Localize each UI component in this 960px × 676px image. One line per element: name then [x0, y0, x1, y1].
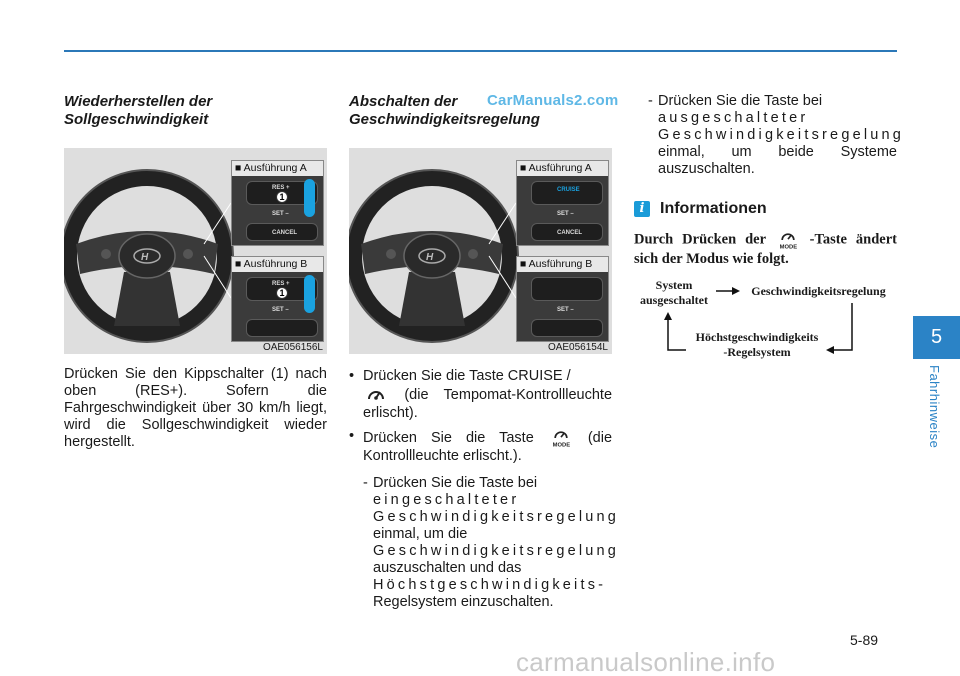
watermark-footer[interactable]: carmanualsonline.info [516, 647, 776, 676]
dash-text: ausgeschalteter [658, 110, 809, 126]
variant-a-label: ■ Ausführung A [232, 161, 323, 176]
mode-button-icon: MODE [779, 233, 797, 250]
watermark-top[interactable]: CarManuals2.com [487, 92, 619, 109]
cancel-button[interactable] [531, 319, 603, 337]
up-arrow-icon [304, 275, 315, 313]
column-information: Drücken Sie die Taste bei ausgeschaltete… [634, 93, 901, 368]
cancel-label: CANCEL [272, 230, 297, 236]
mode-cycle-arrows [664, 287, 853, 354]
svg-text:MODE: MODE [552, 442, 570, 448]
dash-text: auszuschalten und das [373, 560, 522, 576]
callout-1: 1 [276, 191, 288, 203]
heading-line: Abschalten der [349, 93, 458, 110]
information-header: i Informationen [634, 200, 897, 218]
cancel-steps: Drücken Sie die Taste CRUISE / (die Temp… [349, 368, 616, 611]
bullet-text: Drücken Sie die Taste [363, 429, 534, 446]
column-resume-speed: Wiederherstellen der Sollgeschwindigkeit… [64, 93, 327, 451]
heading-line: Sollgeschwindigkeit [64, 111, 209, 128]
column-cancel-cruise: Abschalten der Geschwindigkeitsregelung … [349, 93, 616, 611]
cancel-button[interactable] [531, 223, 603, 241]
substep-cruise-on: Drücken Sie die Taste bei eingeschaltete… [349, 475, 616, 611]
set-label: SET – [557, 307, 574, 313]
callout-1: 1 [276, 287, 288, 299]
steering-wheel-figure-cancel: H ■ Ausführung A CRUISE SET – CANCEL ■ A… [349, 148, 612, 354]
node-text: -Regelsystem [723, 345, 791, 359]
res-label: RES + [272, 281, 290, 287]
cancel-button[interactable] [246, 223, 318, 241]
dash-text: Geschwindigkeitsregelung [658, 127, 905, 143]
bullet-text: Drücken Sie die Taste CRUISE / [363, 368, 571, 384]
information-text: Durch Drücken der MODE -Taste ändert sic… [634, 230, 897, 268]
info-text-part: -Taste ändert sich der Modus wie folgt. [634, 231, 898, 267]
section-heading-cancel: Abschalten der Geschwindigkeitsregelung [349, 93, 612, 129]
steering-wheel-illustration: H [349, 169, 519, 343]
step-cruise-button: Drücken Sie die Taste CRUISE / (die Temp… [349, 368, 612, 422]
svg-text:H: H [141, 252, 149, 263]
variant-b-label: ■ Ausführung B [232, 257, 323, 272]
dash-text: Regelsystem einzuschalten. [373, 594, 554, 610]
variant-b-inset: ■ Ausführung B RES + 1 SET – [231, 256, 324, 342]
set-label: SET – [272, 307, 289, 313]
node-text: Höchstgeschwindigkeits [695, 330, 819, 344]
node-system-off: System ausgeschaltet [634, 278, 714, 308]
resume-instructions: Drücken Sie den Kippschalter (1) nach ob… [64, 366, 327, 450]
information-title: Informationen [660, 200, 767, 217]
heading-line: Wiederherstellen der [64, 93, 213, 110]
heading-line: Geschwindigkeitsregelung [349, 111, 540, 128]
bullet-text: (die Tempomat-Kontrollleuchte erlischt). [363, 386, 613, 421]
mode-button-icon: MODE [552, 431, 570, 448]
node-text: System [655, 278, 693, 292]
figure-code: OAE056156L [260, 342, 325, 353]
node-cruise-control: Geschwindigkeitsregelung [751, 284, 886, 298]
set-label: SET – [272, 211, 289, 217]
dash-text: einmal, um beide Systeme auszuschalten. [658, 144, 897, 177]
res-label: RES + [272, 185, 290, 191]
dash-text: einmal, um die [373, 526, 468, 542]
mode-button[interactable] [531, 277, 603, 301]
dash-text: Drücken Sie die Taste bei [373, 475, 538, 491]
step-mode-button: Drücken Sie die Taste MODE (die Kontroll… [349, 428, 612, 465]
variant-b-label: ■ Ausführung B [517, 257, 608, 272]
section-tab: 5 [913, 316, 960, 359]
section-heading-resume: Wiederherstellen der Sollgeschwindigkeit [64, 93, 327, 129]
info-icon: i [634, 201, 650, 217]
variant-a-inset: ■ Ausführung A RES + 1 SET – CANCEL [231, 160, 324, 246]
bullet-text: (die Kontrollleuchte erlischt.). [363, 429, 613, 464]
dash-text: eingeschalteter Geschwindigkeitsregelung [373, 492, 620, 525]
dash-text: Geschwindigkeitsregelung [373, 543, 620, 559]
node-speed-limiter: Höchstgeschwindigkeits -Regelsystem [686, 330, 828, 360]
cruise-indicator-icon [368, 391, 384, 400]
mode-button[interactable] [246, 319, 318, 337]
steering-wheel-illustration: H [64, 169, 234, 343]
variant-b-inset: ■ Ausführung B SET – [516, 256, 609, 342]
page-number: 5-89 [850, 632, 879, 648]
cruise-button[interactable] [531, 181, 603, 205]
dash-text: Höchstgeschwindigkeits- [373, 577, 607, 593]
substep-cruise-off: Drücken Sie die Taste bei ausgeschaltete… [634, 93, 901, 178]
dash-text: Drücken Sie die Taste bei [658, 93, 823, 109]
info-text-part: Durch Drücken der [634, 231, 766, 248]
mode-cycle-diagram: System ausgeschaltet Geschwindigkeitsreg… [634, 278, 897, 368]
cruise-label: CRUISE [557, 187, 580, 193]
figure-code: OAE056154L [545, 342, 610, 353]
node-text: ausgeschaltet [640, 293, 708, 307]
up-arrow-icon [304, 179, 315, 217]
header-rule [64, 50, 897, 52]
svg-text:MODE: MODE [779, 244, 797, 250]
variant-a-inset: ■ Ausführung A CRUISE SET – CANCEL [516, 160, 609, 246]
svg-text:H: H [426, 252, 434, 263]
steering-wheel-figure-resume: H ■ Ausführung A RES + 1 SET – CANCEL ■ … [64, 148, 327, 354]
variant-a-label: ■ Ausführung A [517, 161, 608, 176]
cancel-label: CANCEL [557, 230, 582, 236]
section-name: Fahrhinweise [927, 365, 942, 449]
set-label: SET – [557, 211, 574, 217]
